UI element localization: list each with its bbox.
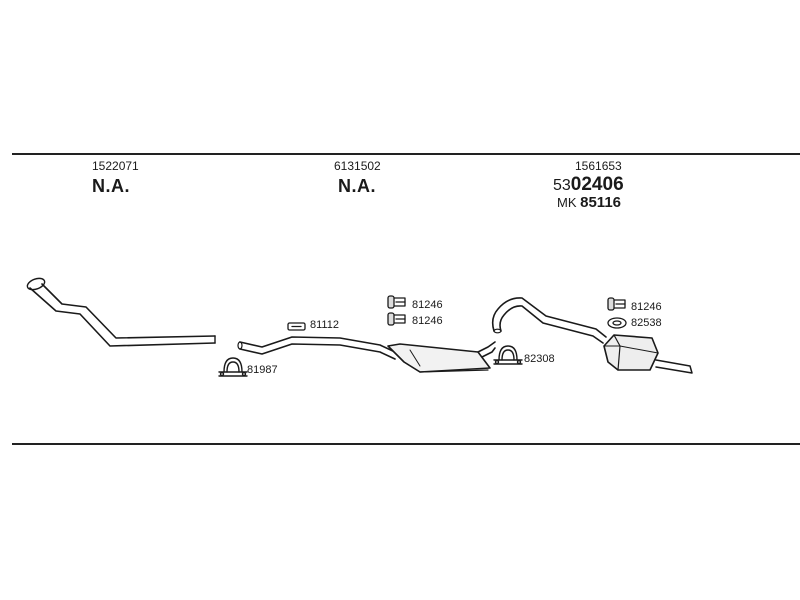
rear-silencer-code-main: 02406 [570, 174, 624, 195]
bottom-rule [12, 443, 800, 445]
bracket-mid-bottom-ref: 81246 [412, 315, 443, 327]
hanger-mid-icon [287, 322, 306, 331]
middle-silencer-icon [387, 341, 496, 373]
rear-silencer-code-prefix: 53 [553, 177, 571, 194]
bracket-rear-ref: 81246 [631, 301, 662, 313]
hanger-rear-ref: 82538 [631, 317, 662, 329]
bracket-mid-top-ref: 81246 [412, 299, 443, 311]
rear-silencer-mk-prefix: MK [557, 195, 577, 210]
front-pipe-flange-icon [26, 277, 46, 291]
hanger-mid-ref: 81112 [310, 319, 339, 331]
middle-silencer-status: N.A. [338, 176, 376, 196]
bracket-rear-icon [607, 297, 626, 311]
middle-pipe [237, 336, 396, 360]
front-pipe [26, 277, 216, 347]
top-rule [12, 153, 800, 155]
clamp-front-ref: 81987 [247, 364, 278, 376]
rear-silencer-part-number: 1561653 [575, 159, 622, 173]
rear-silencer-mk: MK 85116 [557, 195, 621, 210]
bracket-mid-bottom-icon [387, 312, 406, 326]
rear-silencer-mk-number: 85116 [580, 194, 622, 211]
clamp-rear-ref: 82308 [524, 353, 555, 365]
rear-silencer-icon [603, 334, 693, 374]
front-pipe-part-number: 1522071 [92, 159, 139, 173]
hanger-rear-icon [607, 317, 627, 329]
clamp-front-icon [218, 357, 248, 377]
bracket-mid-top-icon [387, 295, 406, 309]
middle-silencer-part-number: 6131502 [334, 159, 381, 173]
rear-silencer-code: 5302406 [553, 175, 624, 194]
clamp-rear-icon [493, 345, 523, 365]
rear-pipe [491, 297, 607, 344]
front-pipe-status: N.A. [92, 176, 130, 196]
